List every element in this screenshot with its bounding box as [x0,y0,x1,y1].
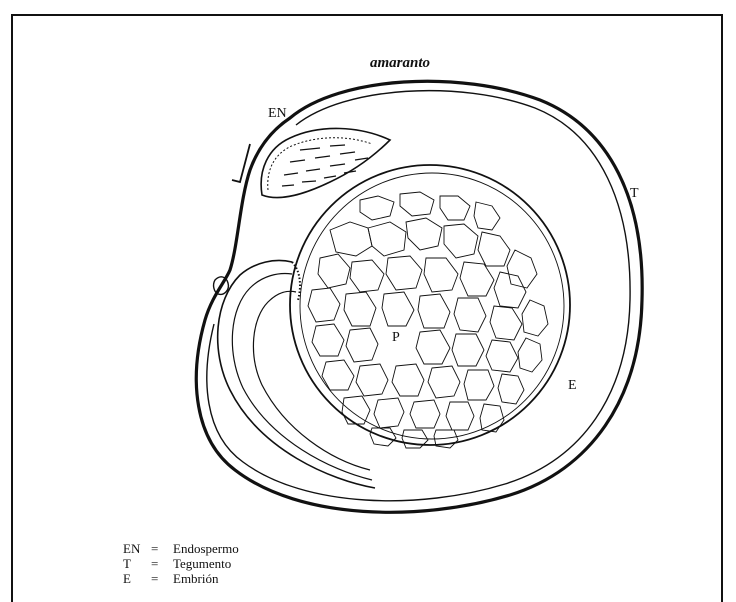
embryo-band-outer [218,261,375,488]
perisperm-cells [308,192,548,448]
legend-row: E = Embrión [123,571,239,586]
legend-key: T [123,556,151,571]
label-perisperm: P [392,330,400,346]
legend-row: EN = Endospermo [123,541,239,556]
legend-key: E [123,571,151,586]
perisperm-outline [290,165,570,445]
legend-value: Endospermo [173,541,239,556]
legend-value: Embrión [173,571,219,586]
label-embryo: E [568,378,577,394]
label-tegument: T [630,186,639,202]
endosperm-edge [268,138,372,190]
legend-value: Tegumento [173,556,231,571]
legend-key: EN [123,541,151,556]
legend: EN = Endospermo T = Tegumento E = Embrió… [123,541,239,586]
label-endosperm: EN [268,106,287,122]
embryo-band-mid [232,274,372,480]
legend-row: T = Tegumento [123,556,239,571]
figure-title: amaranto [370,55,430,72]
legend-separator: = [151,541,173,556]
endosperm-dashes [282,145,368,186]
embryo-band-dotted [292,262,300,300]
legend-separator: = [151,556,173,571]
endosperm-outline [261,128,390,197]
legend-separator: = [151,571,173,586]
